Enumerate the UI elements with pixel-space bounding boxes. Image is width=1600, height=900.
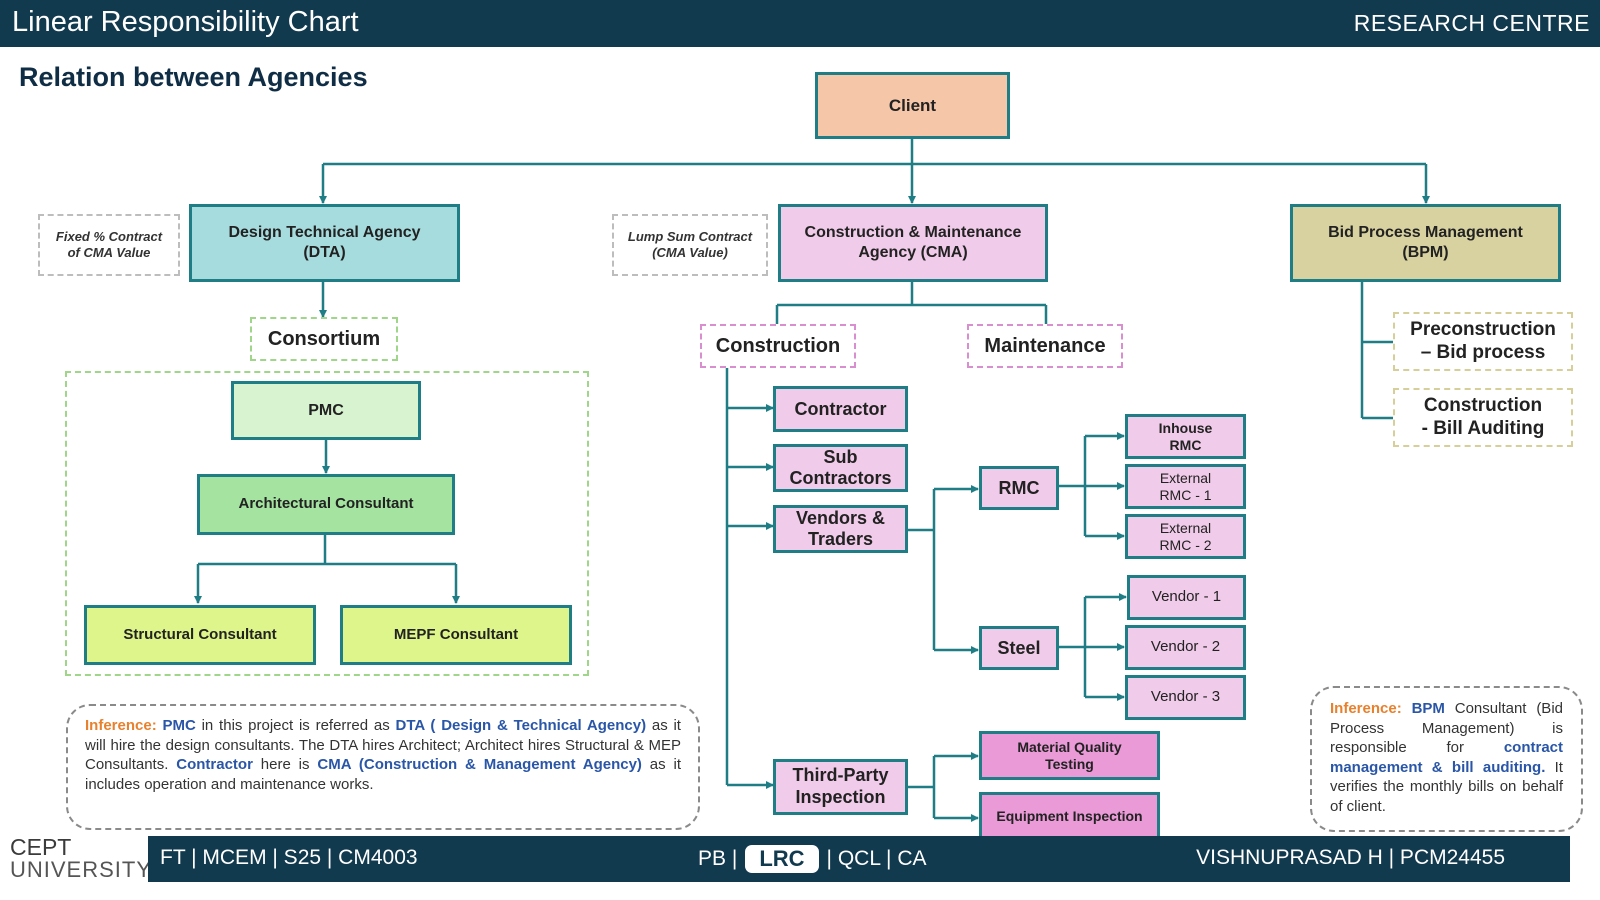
inference-left-text-1: in this project is referred as: [195, 717, 396, 734]
maintenance-node: Maintenance: [967, 324, 1123, 368]
cept-logo-top: CEPT: [10, 834, 72, 860]
inference-left-contractor: Contractor: [176, 756, 253, 773]
external-rmc-1-node: External RMC - 1: [1125, 464, 1246, 509]
client-label: Client: [888, 95, 937, 115]
material-quality-label: Material Quality Testing: [1017, 739, 1122, 772]
architectural-consultant-node: Architectural Consultant: [197, 474, 455, 535]
header-bar: Linear Responsibility Chart RESEARCH CEN…: [0, 0, 1600, 47]
construction-node: Construction: [700, 324, 856, 368]
inference-left-text-4: as it includes operation and maintenance…: [85, 756, 682, 793]
lump-sum-label: Lump Sum Contract (CMA Value): [627, 229, 753, 260]
contractor-label: Contractor: [794, 398, 887, 419]
external-rmc-2-node: External RMC - 2: [1125, 514, 1246, 559]
pmc-node: PMC: [231, 381, 421, 440]
vendor-2-node: Vendor - 2: [1125, 625, 1246, 670]
inference-left-text-2: as it will hire the design consultants. …: [85, 717, 681, 773]
rmc-node: RMC: [979, 466, 1059, 510]
mepf-consultant-node: MEPF Consultant: [340, 605, 572, 665]
inference-right-note: Inference: BPM Consultant (Bid Process M…: [1310, 686, 1583, 832]
footer-lrc-active[interactable]: LRC: [745, 845, 819, 873]
inference-right-text-1: Consultant (Bid Process Management) is r…: [1330, 700, 1563, 756]
equipment-inspection-node: Equipment Inspection: [979, 792, 1160, 842]
structural-consultant-node: Structural Consultant: [84, 605, 316, 665]
external-rmc-2-label: External RMC - 2: [1159, 520, 1212, 553]
footer-qcl-ca[interactable]: | QCL | CA: [826, 847, 927, 870]
mepf-label: MEPF Consultant: [393, 625, 519, 643]
structural-label: Structural Consultant: [123, 625, 277, 643]
consortium-node: Consortium: [250, 317, 398, 361]
vendor-2-label: Vendor - 2: [1150, 638, 1221, 656]
bpm-label: Bid Process Management (BPM): [1328, 224, 1523, 261]
maintenance-label: Maintenance: [984, 334, 1106, 357]
page-number: 2: [1537, 848, 1549, 870]
bpm-node: Bid Process Management (BPM): [1290, 204, 1561, 282]
third-party-label: Third-Party Inspection: [792, 765, 889, 807]
vendors-traders-label: Vendors & Traders: [795, 508, 886, 549]
vendor-1-node: Vendor - 1: [1127, 575, 1246, 620]
construction-label: Construction: [715, 334, 841, 357]
client-node: Client: [815, 72, 1010, 139]
steel-label: Steel: [997, 637, 1041, 658]
lump-sum-note: Lump Sum Contract (CMA Value): [612, 214, 768, 276]
consortium-label: Consortium: [267, 327, 381, 350]
material-quality-testing-node: Material Quality Testing: [979, 731, 1160, 780]
inference-right-contract: contract management & bill auditing.: [1330, 739, 1563, 776]
inference-left-cma: CMA (Construction & Management Agency): [317, 756, 642, 773]
vendor-3-node: Vendor - 3: [1125, 675, 1246, 720]
footer-bar: FT | MCEM | S25 | CM4003 PB | LRC | QCL …: [148, 836, 1570, 882]
third-party-inspection-node: Third-Party Inspection: [773, 759, 908, 815]
rmc-label: RMC: [998, 477, 1040, 498]
page-heading: Relation between Agencies: [19, 62, 368, 92]
footer-pb[interactable]: PB |: [698, 847, 738, 870]
construction-bill-label: Construction - Bill Auditing: [1421, 394, 1545, 439]
fixed-contract-note: Fixed % Contract of CMA Value: [38, 214, 180, 276]
external-rmc-1-label: External RMC - 1: [1159, 470, 1212, 503]
inference-right-text-2: It verifies the monthly bills on behalf …: [1330, 758, 1563, 815]
inhouse-rmc-node: Inhouse RMC: [1125, 414, 1246, 459]
inference-left-dta: DTA ( Design & Technical Agency): [395, 717, 647, 734]
consortium-group-frame: [65, 371, 589, 676]
cma-node: Construction & Maintenance Agency (CMA): [778, 204, 1048, 282]
cept-logo: CEPT UNIVERSITY: [10, 836, 152, 881]
pmc-label: PMC: [308, 401, 344, 419]
sub-contractors-node: Sub Contractors: [773, 444, 908, 492]
vendor-1-label: Vendor - 1: [1151, 588, 1222, 606]
vendors-traders-node: Vendors & Traders: [773, 505, 908, 553]
architectural-label: Architectural Consultant: [238, 495, 414, 513]
inference-left-pmc: PMC: [162, 717, 196, 734]
dta-label: Design Technical Agency (DTA): [228, 224, 421, 261]
inference-left-note: Inference: PMC in this project is referr…: [66, 704, 700, 830]
inference-right-bpm: BPM: [1411, 700, 1445, 717]
footer-author: VISHNUPRASAD H | PCM24455: [1196, 846, 1505, 869]
inference-left-text-3: here is: [252, 756, 318, 773]
equipment-inspection-label: Equipment Inspection: [996, 808, 1143, 825]
fixed-contract-label: Fixed % Contract of CMA Value: [55, 229, 163, 260]
inference-right-label: Inference:: [1330, 700, 1402, 717]
footer-course-code: FT | MCEM | S25 | CM4003: [160, 846, 418, 869]
preconstruction-node: Preconstruction – Bid process: [1393, 312, 1573, 371]
inference-left-label: Inference:: [85, 717, 157, 734]
sub-contractors-label: Sub Contractors: [789, 447, 892, 488]
steel-node: Steel: [979, 626, 1059, 670]
contractor-node: Contractor: [773, 386, 908, 432]
preconstruction-label: Preconstruction – Bid process: [1410, 318, 1556, 363]
vendor-3-label: Vendor - 3: [1150, 688, 1221, 706]
footer-section-nav: PB | LRC | QCL | CA: [698, 845, 927, 873]
header-right-label: RESEARCH CENTRE: [1353, 10, 1590, 36]
cma-label: Construction & Maintenance Agency (CMA): [804, 224, 1022, 261]
construction-bill-auditing-node: Construction - Bill Auditing: [1393, 388, 1573, 447]
inhouse-rmc-label: Inhouse RMC: [1158, 420, 1213, 453]
dta-node: Design Technical Agency (DTA): [189, 204, 460, 282]
slide-title: Linear Responsibility Chart: [12, 6, 359, 38]
cept-logo-bottom: UNIVERSITY: [10, 857, 153, 882]
